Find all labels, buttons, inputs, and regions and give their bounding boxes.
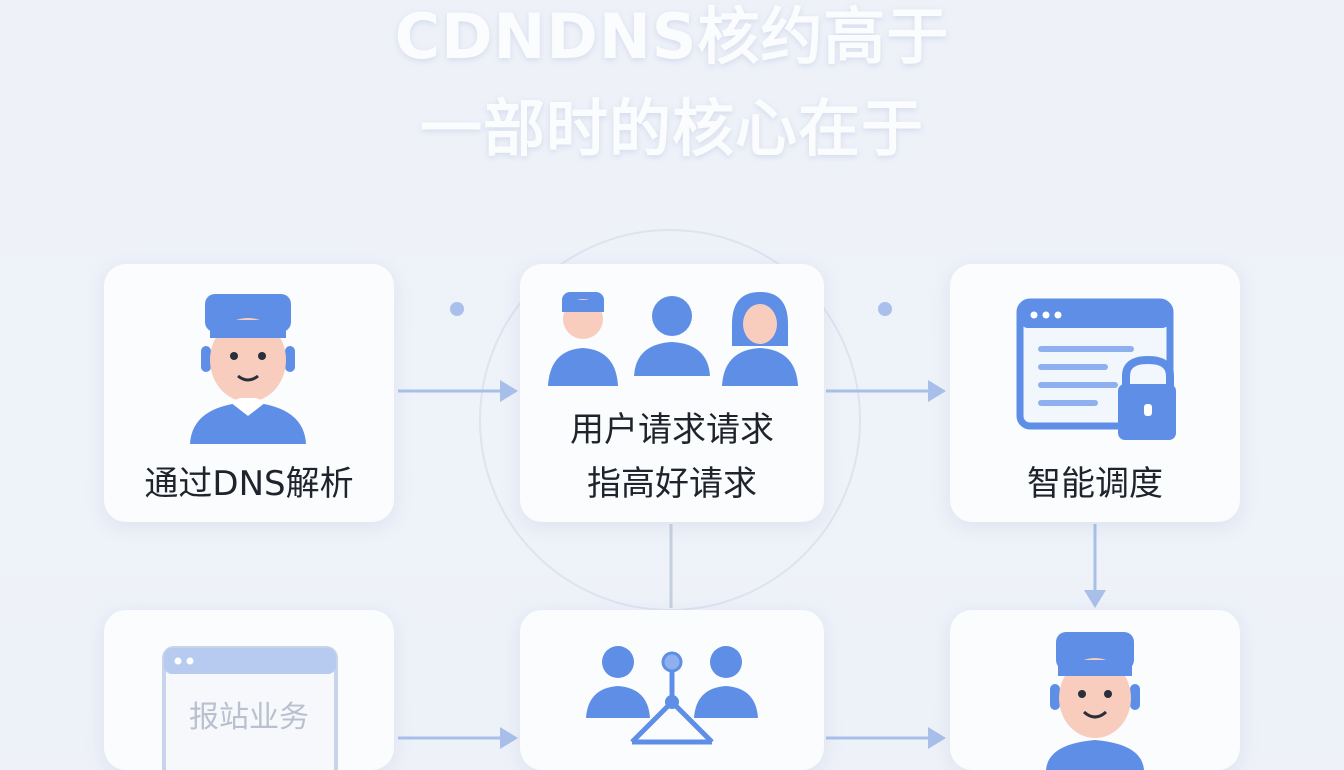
card-label: 通过DNS解析 — [144, 464, 354, 504]
card-network-node — [520, 610, 824, 770]
decor-dot — [450, 302, 464, 316]
title-line-2: 一部时的核心在于 — [419, 92, 924, 165]
card-dns-parse: 通过DNS解析 — [104, 264, 394, 522]
arrow-network-to-agent — [826, 727, 946, 749]
card-site-business: 报站业务 — [104, 610, 394, 770]
card-label: 报站业务 — [189, 700, 309, 735]
arrow-schedule-down — [1084, 524, 1106, 608]
arrow-user-to-schedule — [826, 380, 946, 402]
card-label-line-2: 指高好请求 — [587, 464, 757, 504]
connectors-layer — [398, 229, 1106, 749]
card-user-request: 用户请求请求 指高好请求 — [520, 264, 824, 522]
card-label: 智能调度 — [1027, 464, 1163, 504]
arrow-dns-to-user — [398, 380, 518, 402]
users-group-icon — [548, 292, 798, 386]
card-smart-schedule: 智能调度 — [950, 264, 1240, 522]
secure-browser-icon — [1016, 298, 1176, 440]
network-users-icon — [586, 646, 758, 745]
card-label-line-1: 用户请求请求 — [570, 410, 774, 450]
arrow-site-to-network — [398, 727, 518, 749]
support-agent-icon — [190, 294, 306, 444]
browser-window-icon — [162, 646, 338, 770]
support-agent-icon — [1046, 632, 1144, 770]
card-agent — [950, 610, 1240, 770]
title-line-1: CDNDNS核约高于 — [394, 0, 950, 73]
decor-dot — [878, 302, 892, 316]
